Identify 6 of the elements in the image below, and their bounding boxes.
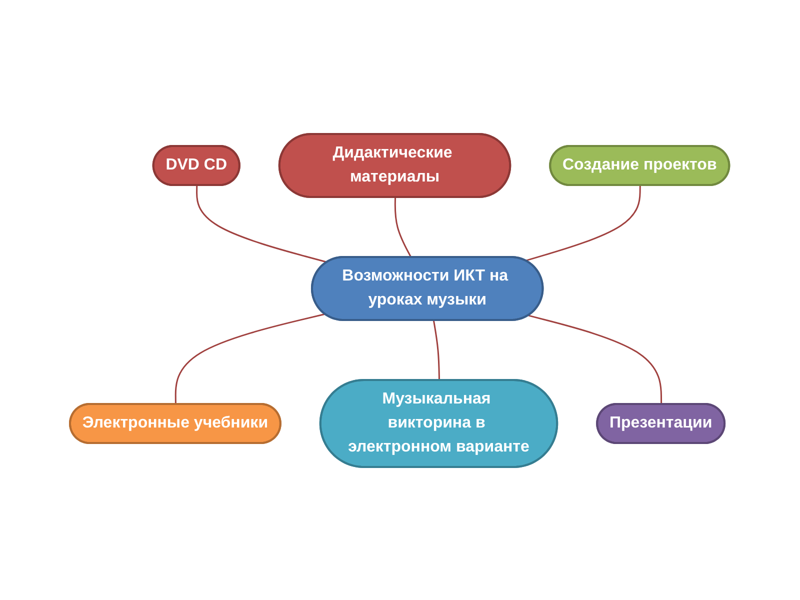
connector [433,320,440,380]
connector [196,184,328,262]
connector [528,314,662,404]
connector [394,196,412,258]
connector [175,312,326,404]
connector [526,184,642,261]
